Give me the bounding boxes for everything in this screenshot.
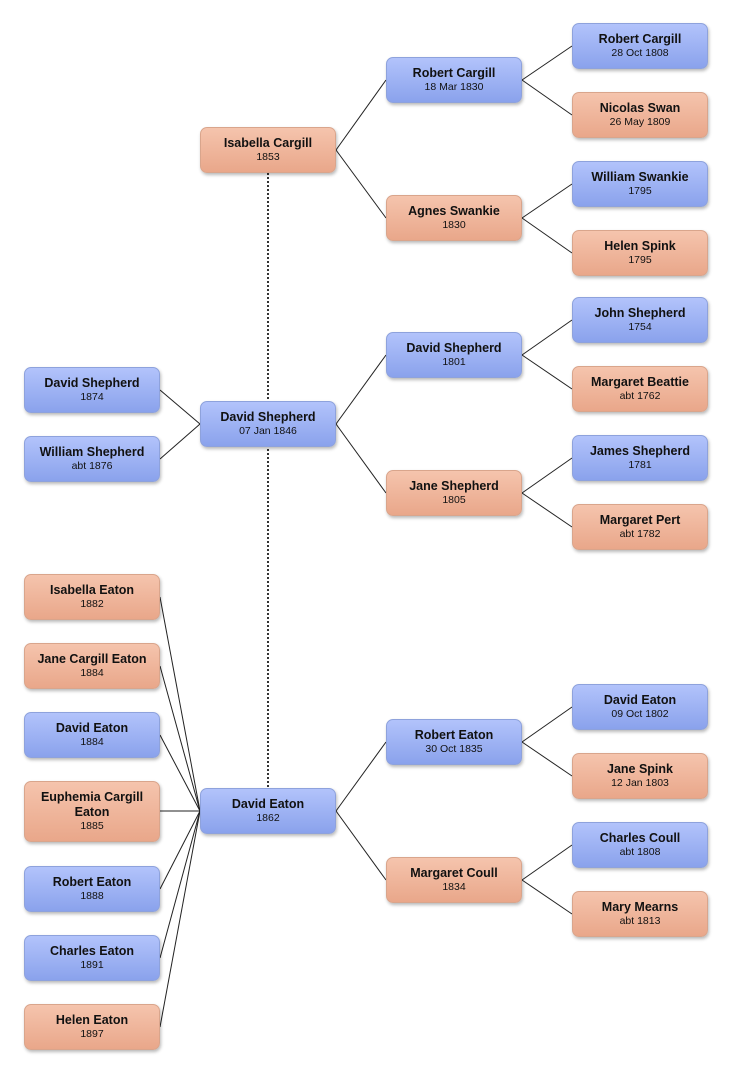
person-helen-eaton[interactable]: Helen Eaton 1897 — [24, 1004, 160, 1050]
person-date: abt 1808 — [619, 846, 661, 858]
person-name: Robert Eaton — [414, 728, 494, 742]
person-date: 28 Oct 1808 — [611, 47, 669, 59]
person-date: 1754 — [628, 321, 652, 333]
person-name: William Shepherd — [39, 445, 145, 459]
person-date: 30 Oct 1835 — [425, 743, 483, 755]
person-date: 1885 — [80, 820, 104, 832]
person-john-shepherd[interactable]: John Shepherd 1754 — [572, 297, 708, 343]
person-date: 1897 — [80, 1028, 104, 1040]
person-name: David Shepherd — [220, 410, 316, 424]
person-david-eaton-1862[interactable]: David Eaton 1862 — [200, 788, 336, 834]
person-isabella-cargill[interactable]: Isabella Cargill 1853 — [200, 127, 336, 173]
person-name: Margaret Pert — [599, 513, 681, 527]
person-date: 1805 — [442, 494, 466, 506]
person-date: 18 Mar 1830 — [424, 81, 484, 93]
person-date: 1884 — [80, 667, 104, 679]
person-david-eaton-1884[interactable]: David Eaton 1884 — [24, 712, 160, 758]
person-date: abt 1876 — [71, 460, 113, 472]
person-date: abt 1782 — [619, 528, 661, 540]
person-name: Charles Coull — [599, 831, 681, 845]
person-date: 1884 — [80, 736, 104, 748]
person-date: 1834 — [442, 881, 466, 893]
person-jane-shepherd[interactable]: Jane Shepherd 1805 — [386, 470, 522, 516]
person-robert-eaton-1835[interactable]: Robert Eaton 30 Oct 1835 — [386, 719, 522, 765]
person-name: Isabella Cargill — [223, 136, 313, 150]
person-name: Jane Spink — [607, 762, 673, 776]
person-name: Nicolas Swan — [599, 101, 681, 115]
person-name: Jane Cargill Eaton — [37, 652, 147, 666]
person-date: 26 May 1809 — [609, 116, 671, 128]
person-name: Isabella Eaton — [49, 583, 135, 597]
person-name: Charles Eaton — [49, 944, 135, 958]
person-robert-cargill-1808[interactable]: Robert Cargill 28 Oct 1808 — [572, 23, 708, 69]
person-name: Euphemia Cargill Eaton — [40, 790, 144, 819]
person-date: 1781 — [628, 459, 652, 471]
person-date: 12 Jan 1803 — [611, 777, 669, 789]
person-david-eaton-1802[interactable]: David Eaton 09 Oct 1802 — [572, 684, 708, 730]
person-date: 1795 — [628, 185, 652, 197]
person-isabella-eaton[interactable]: Isabella Eaton 1882 — [24, 574, 160, 620]
person-name: William Swankie — [591, 170, 689, 184]
person-name: Robert Cargill — [412, 66, 496, 80]
person-date: 1888 — [80, 890, 104, 902]
person-name: Margaret Coull — [410, 866, 498, 880]
person-name: Margaret Beattie — [591, 375, 689, 389]
person-name: Robert Eaton — [52, 875, 132, 889]
person-name: David Eaton — [603, 693, 677, 707]
person-name: John Shepherd — [594, 306, 686, 320]
person-margaret-beattie[interactable]: Margaret Beattie abt 1762 — [572, 366, 708, 412]
person-date: abt 1762 — [619, 390, 661, 402]
person-date: 1795 — [628, 254, 652, 266]
person-date: 1874 — [80, 391, 104, 403]
person-jane-spink[interactable]: Jane Spink 12 Jan 1803 — [572, 753, 708, 799]
person-date: 1862 — [256, 812, 280, 824]
person-name: Helen Spink — [604, 239, 676, 253]
person-name: Robert Cargill — [598, 32, 682, 46]
person-date: 1830 — [442, 219, 466, 231]
person-date: 1891 — [80, 959, 104, 971]
person-euphemia-cargill-eaton[interactable]: Euphemia Cargill Eaton 1885 — [24, 781, 160, 842]
person-david-shepherd-1801[interactable]: David Shepherd 1801 — [386, 332, 522, 378]
person-mary-mearns[interactable]: Mary Mearns abt 1813 — [572, 891, 708, 937]
person-robert-cargill-1830[interactable]: Robert Cargill 18 Mar 1830 — [386, 57, 522, 103]
person-date: 1853 — [256, 151, 280, 163]
person-date: 09 Oct 1802 — [611, 708, 669, 720]
person-robert-eaton-1888[interactable]: Robert Eaton 1888 — [24, 866, 160, 912]
person-name: Jane Shepherd — [409, 479, 499, 493]
person-date: 1801 — [442, 356, 466, 368]
person-james-shepherd[interactable]: James Shepherd 1781 — [572, 435, 708, 481]
person-agnes-swankie[interactable]: Agnes Swankie 1830 — [386, 195, 522, 241]
person-name: David Eaton — [55, 721, 129, 735]
person-name: Helen Eaton — [55, 1013, 129, 1027]
person-charles-coull[interactable]: Charles Coull abt 1808 — [572, 822, 708, 868]
person-william-shepherd[interactable]: William Shepherd abt 1876 — [24, 436, 160, 482]
person-name: Mary Mearns — [601, 900, 679, 914]
person-helen-spink[interactable]: Helen Spink 1795 — [572, 230, 708, 276]
person-date: abt 1813 — [619, 915, 661, 927]
person-margaret-pert[interactable]: Margaret Pert abt 1782 — [572, 504, 708, 550]
person-date: 1882 — [80, 598, 104, 610]
person-name: David Eaton — [231, 797, 305, 811]
person-david-shepherd-1846[interactable]: David Shepherd 07 Jan 1846 — [200, 401, 336, 447]
person-name: James Shepherd — [589, 444, 691, 458]
person-name: David Shepherd — [44, 376, 140, 390]
person-margaret-coull[interactable]: Margaret Coull 1834 — [386, 857, 522, 903]
person-name: Agnes Swankie — [408, 204, 500, 218]
person-jane-cargill-eaton[interactable]: Jane Cargill Eaton 1884 — [24, 643, 160, 689]
person-william-swankie[interactable]: William Swankie 1795 — [572, 161, 708, 207]
person-david-shepherd-1874[interactable]: David Shepherd 1874 — [24, 367, 160, 413]
person-charles-eaton[interactable]: Charles Eaton 1891 — [24, 935, 160, 981]
person-date: 07 Jan 1846 — [239, 425, 297, 437]
person-nicolas-swan[interactable]: Nicolas Swan 26 May 1809 — [572, 92, 708, 138]
person-name: David Shepherd — [406, 341, 502, 355]
